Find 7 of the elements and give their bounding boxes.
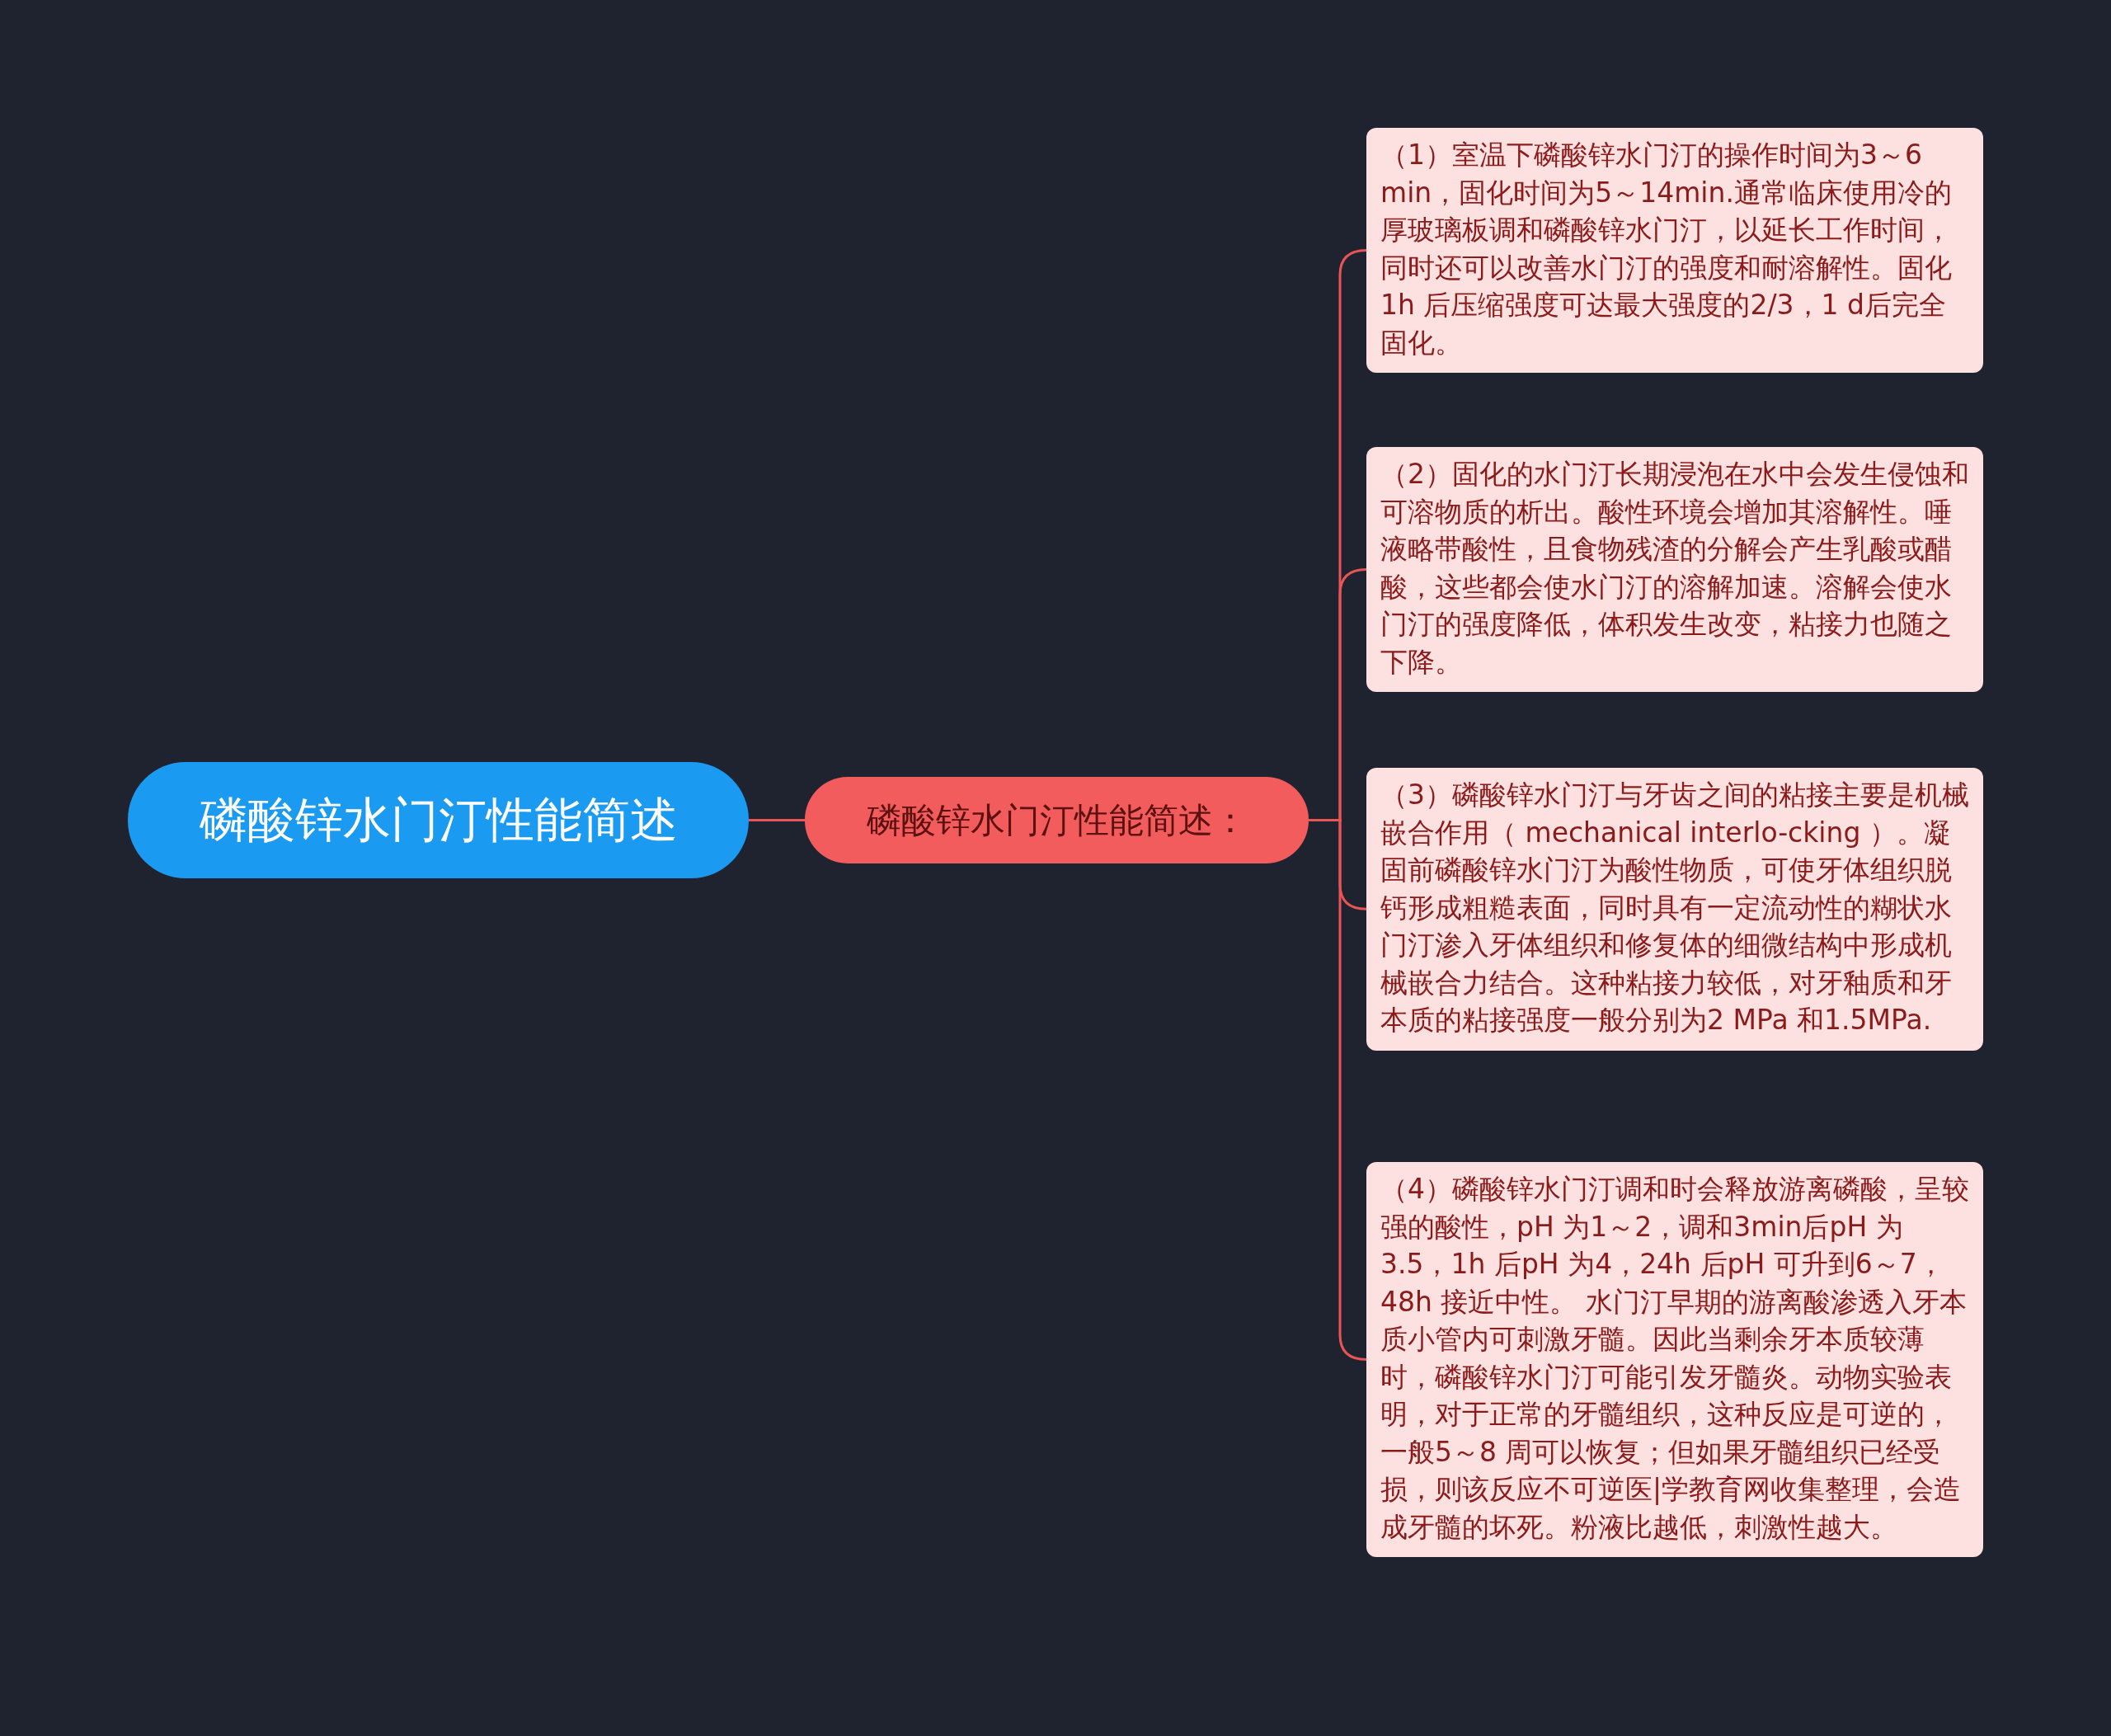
note-box: （4）磷酸锌水门汀调和时会释放游离磷酸，呈较强的酸性，pH 为1～2，调和3min后pH 为3.5，1h 后pH 为4，24h 后pH 可升到6～7，48h 接近中性。 水门汀早期的游离酸渗透入牙本质小管内可刺激牙髓。因此当剩余牙本质较薄时，磷酸锌水门汀可能引发牙髓炎。动物实验表明，对于正常的牙髓组织，这种反应是可逆的，一般5～8 周可以恢复；但如果牙髓组织已经受损，则该反应不可逆医|学教育网收集整理，会造成牙髓的坏死。粉液比越低，刺激性越大。 xyxy=(1366,1162,1983,1557)
note-box: （2）固化的水门汀长期浸泡在水中会发生侵蚀和可溶物质的析出。酸性环境会增加其溶解性。唾液略带酸性，且食物残渣的分解会产生乳酸或醋酸，这些都会使水门汀的溶解加速。溶解会使水门汀的强度降低，体积发生改变，粘接力也随之下降。 xyxy=(1366,447,1983,692)
root-topic: 磷酸锌水门汀性能简述 xyxy=(128,762,749,878)
connector xyxy=(749,819,805,821)
note-box: （1）室温下磷酸锌水门汀的操作时间为3～6 min，固化时间为5～14min.通常临床使用冷的厚玻璃板调和磷酸锌水门汀，以延长工作时间，同时还可以改善水门汀的强度和耐溶解性。固化1h 后压缩强度可达最大强度的2/3，1 d后完全固化。 xyxy=(1366,128,1983,373)
note-box: （3）磷酸锌水门汀与牙齿之间的粘接主要是机械嵌合作用（ mechanical interlo-cking ）。凝固前磷酸锌水门汀为酸性物质，可使牙体组织脱钙形成粗糙表面，同时具有一定流动性的糊状水门汀渗入牙体组织和修复体的细微结构中形成机械嵌合力结合。这种粘接力较低，对牙釉质和牙本质的粘接强度一般分别为2 MPa 和1.5MPa. xyxy=(1366,768,1983,1051)
subtopic-box: 磷酸锌水门汀性能简述： xyxy=(805,777,1309,863)
